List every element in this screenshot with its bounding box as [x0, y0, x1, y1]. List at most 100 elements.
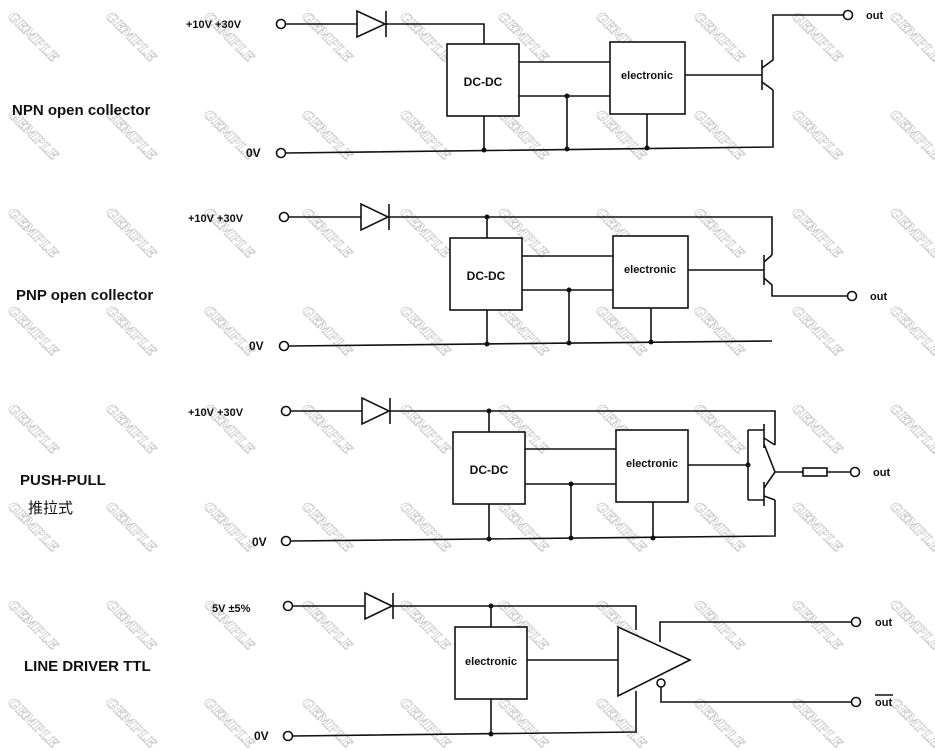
watermark-text: GEMPLE	[886, 696, 935, 750]
watermark-text: GEMPLE	[788, 500, 845, 557]
watermark-text: GEMPLE	[690, 206, 747, 263]
junction-dot	[488, 731, 494, 737]
watermark-text: GEMPLE	[592, 108, 649, 165]
watermark-text: GEMPLE	[592, 500, 649, 557]
watermark-text: GEMPLE	[592, 304, 649, 361]
out-terminal-line-driver	[850, 616, 862, 628]
out-bar-label-line-driver: out	[875, 697, 892, 709]
out-label-push-pull: out	[873, 467, 890, 479]
junction-dot	[568, 535, 574, 541]
diode-icon-npn	[356, 9, 387, 39]
pnp-open-collector-circuit: PNP open collector +10V +30V 0V DC-DC el…	[16, 202, 887, 353]
watermark-text: GEMPLE	[886, 108, 935, 165]
watermark-text: GEMPLE	[886, 598, 935, 655]
electronic-label-line-driver: electronic	[465, 656, 517, 668]
watermark-text: GEMPLE	[788, 696, 845, 750]
watermark-text: GEMPLE	[102, 206, 159, 263]
watermark-text: GEMPLE	[886, 304, 935, 361]
watermark-text: GEMPLE	[886, 10, 935, 67]
junction-dot	[481, 147, 487, 153]
supply-terminal-pnp	[278, 211, 290, 223]
watermark-text: GEMPLE	[396, 10, 453, 67]
dcdc-label-push-pull: DC-DC	[470, 463, 509, 477]
watermark-text: GEMPLE	[200, 500, 257, 557]
supply-label-push-pull: +10V +30V	[188, 407, 244, 419]
junction-dot	[486, 408, 492, 414]
supply-terminal-npn	[275, 18, 287, 30]
watermark-text: GEMPLE	[4, 598, 61, 655]
out-terminal-pnp	[846, 290, 858, 302]
ground-terminal-npn	[275, 147, 287, 159]
out-label-npn: out	[866, 10, 883, 22]
watermark-text: GEMPLE	[396, 108, 453, 165]
out-bar-terminal-line-driver	[850, 696, 862, 708]
supply-label-pnp: +10V +30V	[188, 213, 244, 225]
line-driver-icon	[617, 625, 692, 698]
section-title-npn: NPN open collector	[12, 102, 151, 119]
watermark-text: GEMPLE	[788, 598, 845, 655]
ground-label-line-driver: 0V	[254, 729, 269, 743]
watermark-text: GEMPLE	[102, 500, 159, 557]
ground-wire-npn	[285, 90, 774, 154]
dcdc-block-npn	[446, 43, 520, 117]
junction-dot	[564, 146, 570, 152]
watermark-text: GEMPLE	[4, 402, 61, 459]
watermark-text: GEMPLE	[886, 500, 935, 557]
watermark-text: GEMPLE	[4, 696, 61, 750]
watermark-text: GEMPLE	[886, 206, 935, 263]
watermark-text: GEMPLE	[396, 206, 453, 263]
watermark-text: GEMPLE	[102, 304, 159, 361]
watermark-text: GEMPLE	[396, 304, 453, 361]
out-terminal-push-pull	[849, 466, 861, 478]
junction-dot	[484, 214, 490, 220]
electronic-block-push-pull	[615, 429, 689, 503]
ground-terminal-line-driver	[282, 730, 294, 742]
watermark-text: GEMPLE	[102, 696, 159, 750]
junction-dot	[650, 535, 656, 541]
junction-dot	[488, 603, 494, 609]
watermark-text: GEMPLE	[788, 206, 845, 263]
electronic-label-npn: electronic	[621, 70, 673, 82]
out-bar-wire-line-driver	[660, 687, 851, 703]
watermark-text: GEMPLE	[886, 402, 935, 459]
watermark-text: GEMPLE	[494, 304, 551, 361]
section-title-line-driver: LINE DRIVER TTL	[24, 658, 151, 675]
out-wire-line-driver	[659, 621, 851, 642]
ground-label-npn: 0V	[246, 146, 261, 160]
watermark-text: GEMPLE	[298, 500, 355, 557]
dcdc-label-pnp: DC-DC	[467, 269, 506, 283]
junction-dot	[644, 145, 650, 151]
watermark-text: GEMPLE	[4, 10, 61, 67]
dcdc-label-npn: DC-DC	[464, 75, 503, 89]
ground-wire-pnp	[288, 340, 773, 347]
supply-wire-pnp	[289, 216, 773, 255]
junction-dot	[486, 536, 492, 542]
watermark-text: GEMPLE	[396, 402, 453, 459]
watermark-text: GEMPLE	[200, 696, 257, 750]
electronic-block-line-driver	[454, 626, 528, 700]
watermark-text: GEMPLE	[102, 10, 159, 67]
diode-icon-pnp	[360, 202, 390, 232]
watermark-text: GEMPLE	[4, 304, 61, 361]
watermark-text: GEMPLE	[788, 304, 845, 361]
watermark-text: GEMPLE	[494, 500, 551, 557]
junction-dot	[648, 339, 654, 345]
electronic-label-pnp: electronic	[624, 264, 676, 276]
watermark-text: GEMPLE	[102, 402, 159, 459]
watermark-text: GEMPLE	[298, 304, 355, 361]
electronic-block-pnp	[612, 235, 689, 309]
output-resistor-icon-push-pull	[802, 467, 828, 477]
npn-open-collector-circuit: NPN open collector +10V +30V 0V DC-DC el…	[12, 9, 883, 160]
supply-terminal-push-pull	[280, 405, 292, 417]
electronic-label-push-pull: electronic	[626, 458, 678, 470]
inverting-output-icon	[656, 678, 666, 688]
npn-transistor-icon	[685, 14, 843, 91]
section-title-pnp: PNP open collector	[16, 287, 153, 304]
watermark-text: GEMPLE	[396, 500, 453, 557]
junction-dot	[566, 340, 572, 346]
watermark-text: GEMPLE	[690, 304, 747, 361]
supply-terminal-line-driver	[282, 600, 294, 612]
watermark-text: GEMPLE	[298, 206, 355, 263]
section-title-push-pull: PUSH-PULL	[20, 472, 106, 489]
